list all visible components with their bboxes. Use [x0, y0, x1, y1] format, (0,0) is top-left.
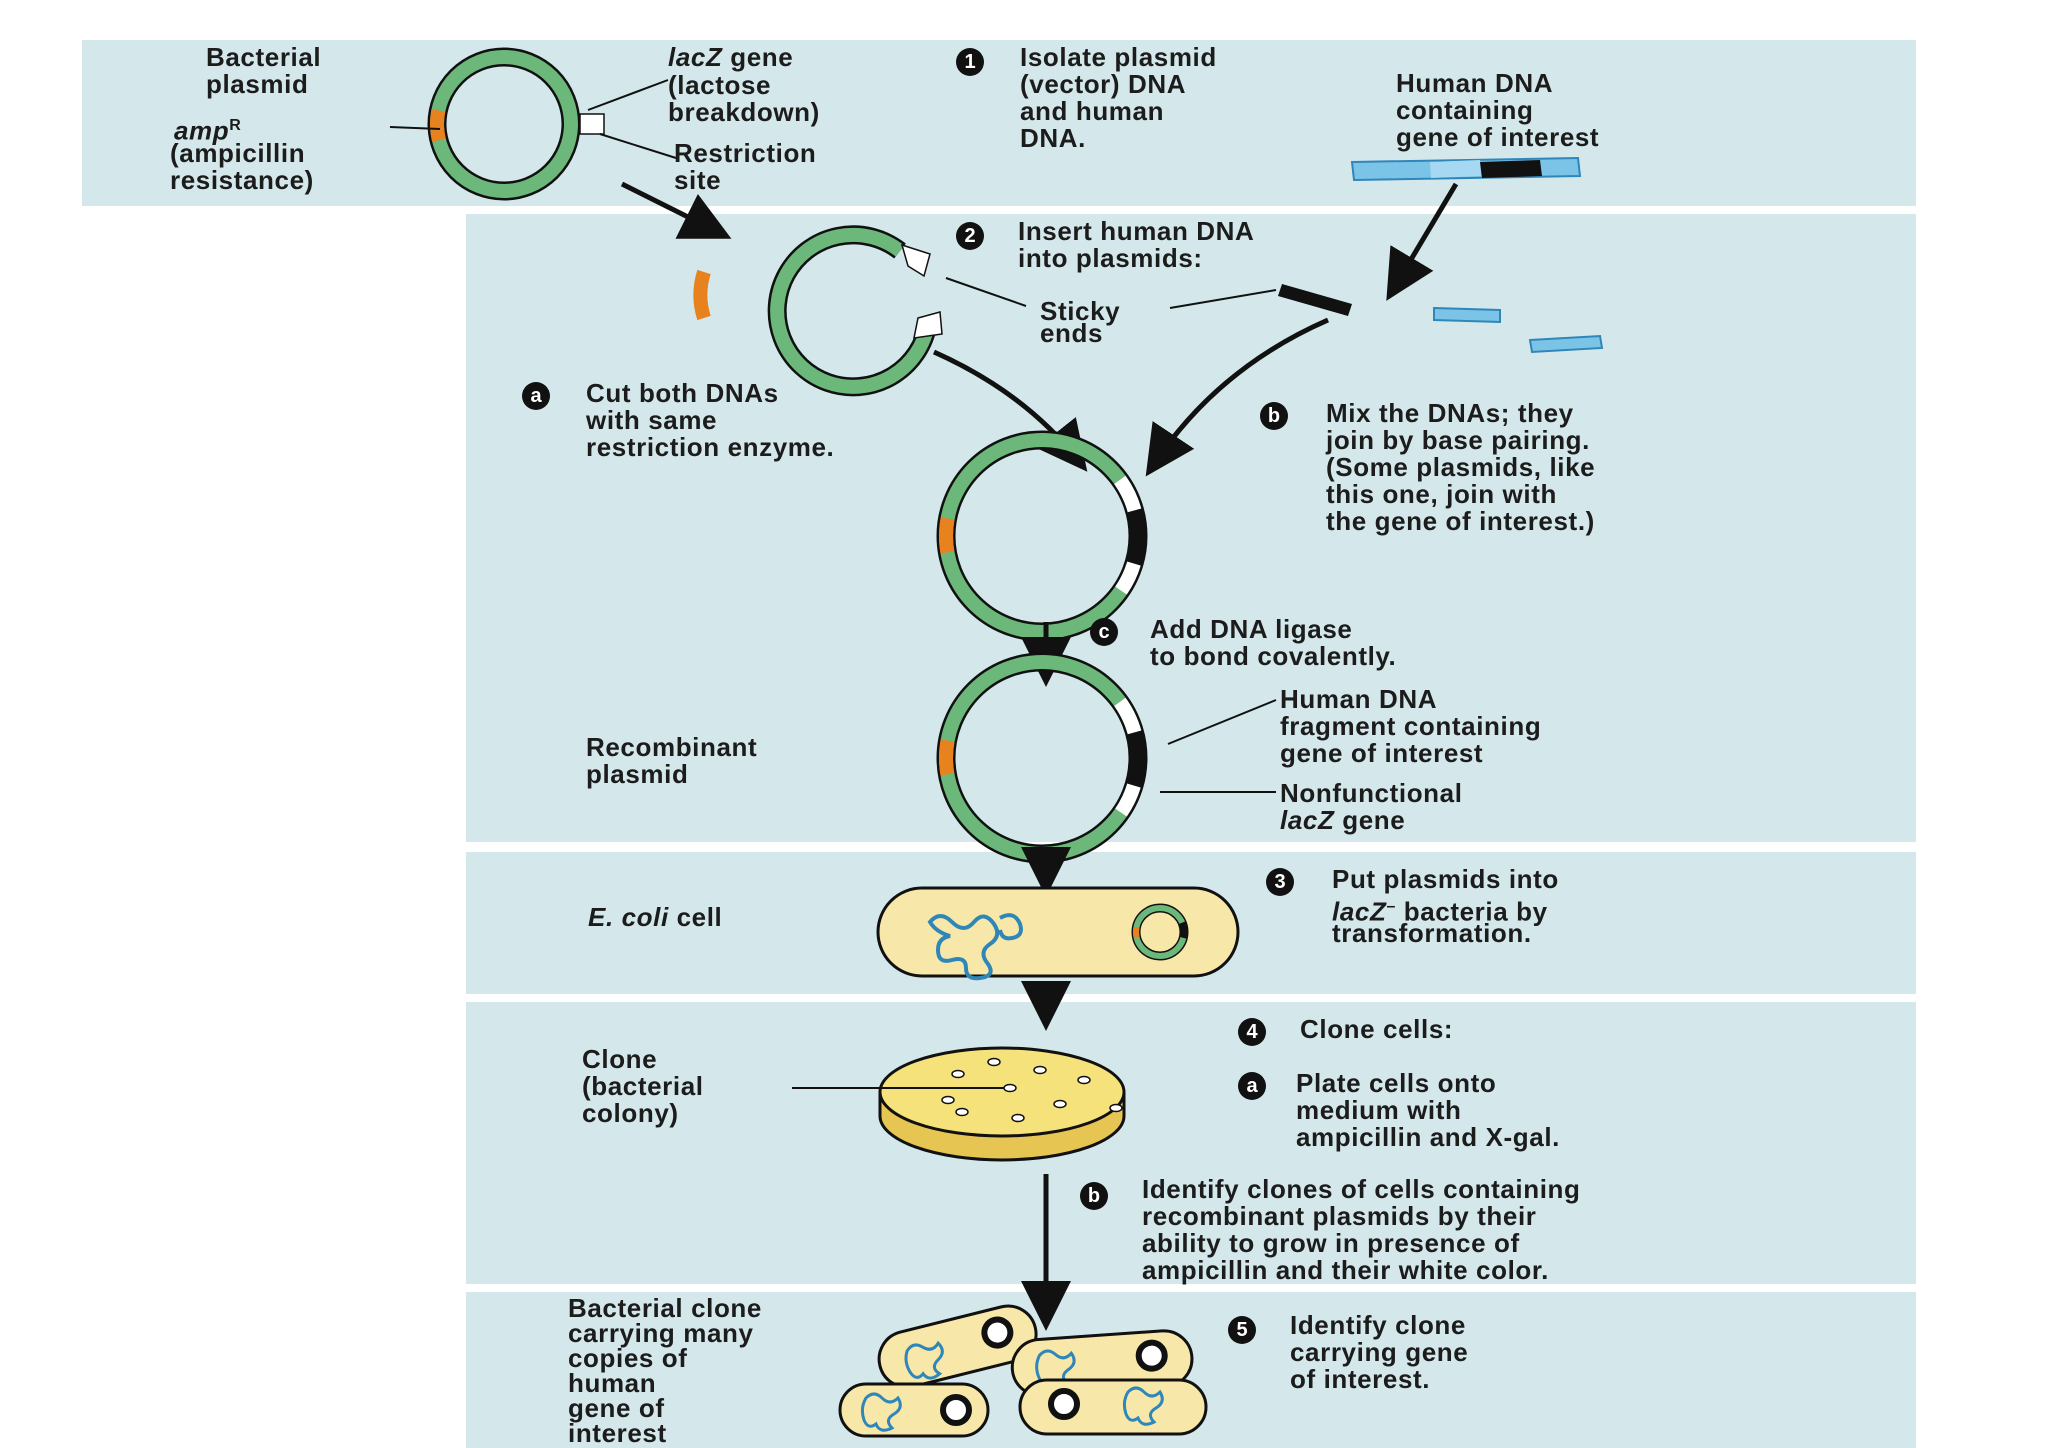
step-a-badge: a: [522, 382, 550, 410]
human-dna-label: Human DNA containing gene of interest: [1396, 68, 1600, 152]
step-4-text: Clone cells:: [1300, 1014, 1454, 1044]
step-3-superscript: –: [1386, 898, 1396, 915]
lacz-gene-name: lacZ: [668, 42, 723, 72]
sticky-leader-1: [945, 277, 1027, 307]
step-3-lacz: lacZ: [1332, 896, 1387, 927]
petri-plate: [878, 1046, 1126, 1162]
lacz-gene-label: lacZ gene: [668, 44, 793, 71]
ecoli-name: E. coli: [588, 902, 669, 932]
human-fragment-label: Human DNA fragment containing gene of in…: [1280, 684, 1542, 768]
step-b-badge: b: [1260, 402, 1288, 430]
sticky-ends-label: Sticky ends: [1040, 296, 1121, 348]
arrow-dna-to-cut: [1386, 182, 1459, 301]
nonfunctional-lacz-name: lacZ: [1280, 805, 1335, 835]
panel-step-2: [466, 214, 1916, 842]
step-1-badge: 1: [956, 48, 984, 76]
ecoli-cell: [876, 886, 1240, 981]
ampr-text: amp: [174, 115, 230, 146]
step-4a-badge: a: [1238, 1072, 1266, 1100]
nonfunctional-lacz-label: lacZ gene: [1280, 807, 1405, 834]
step-4a-text: Plate cells onto medium with ampicillin …: [1296, 1068, 1560, 1152]
ampicillin-resistance-label: (ampicillin resistance): [170, 138, 314, 195]
human-dna-strand: [1350, 156, 1582, 182]
step-5-text: Identify clone carrying gene of interest…: [1290, 1310, 1469, 1394]
bacterial-clone-cells: [838, 1304, 1208, 1438]
step-3-line-1: Put plasmids into: [1332, 864, 1559, 894]
step-3-badge: 3: [1266, 868, 1294, 896]
restriction-site-leader: [599, 133, 677, 159]
nonfunctional-lacz-suffix: gene: [1334, 805, 1406, 835]
ampr-leader: [389, 126, 441, 130]
bacterial-plasmid-label: Bacterial plasmid: [206, 42, 322, 99]
arrow-cut-to-join-right: [1145, 317, 1330, 477]
step-4b-text: Identify clones of cells containing reco…: [1142, 1174, 1581, 1285]
clone-label: Clone (bacterial colony): [582, 1044, 704, 1128]
ecoli-cell-label: E. coli cell: [588, 904, 722, 931]
ecoli-suffix: cell: [668, 902, 723, 932]
cut-human-dna-fragments: [1278, 284, 1604, 354]
nonfunctional-label: Nonfunctional: [1280, 778, 1463, 808]
step-3-line-3: transformation.: [1332, 918, 1532, 948]
step-c-text: Add DNA ligase to bond covalently.: [1150, 614, 1397, 671]
step-1-text: Isolate plasmid (vector) DNA and human D…: [1020, 42, 1217, 153]
recombinant-plasmid-label: Recombinant plasmid: [586, 732, 758, 789]
lacz-leader: [587, 79, 669, 111]
restriction-site-label: Restriction site: [674, 138, 817, 195]
step-4-badge: 4: [1238, 1018, 1266, 1046]
bacterial-plasmid-ring: [427, 47, 605, 201]
ampr-label: ampR: [174, 112, 241, 145]
cut-plasmid: [693, 225, 943, 397]
step-3-line-2: lacZ– bacteria by: [1332, 893, 1548, 926]
step-c-badge: c: [1090, 618, 1118, 646]
lacz-gene-suffix: gene: [722, 42, 794, 72]
step-2-text: Insert human DNA into plasmids:: [1018, 216, 1255, 273]
step-5-badge: 5: [1228, 1316, 1256, 1344]
step-3-line-2-rest: bacteria by: [1395, 896, 1548, 927]
bacterial-clone-label: Bacterial clone carrying many copies of …: [568, 1293, 762, 1448]
arrow-plasmid-to-cut: [620, 181, 732, 239]
step-a-text: Cut both DNAs with same restriction enzy…: [586, 378, 835, 462]
panel-step-4: [466, 1002, 1916, 1284]
lactose-breakdown-label: (lactose breakdown): [668, 70, 820, 127]
human-fragment-leader: [1167, 699, 1277, 745]
step-b-text: Mix the DNAs; they join by base pairing.…: [1326, 398, 1596, 536]
joined-plasmid: [936, 430, 1148, 642]
step-4b-badge: b: [1080, 1182, 1108, 1210]
sticky-leader-2: [1169, 289, 1277, 309]
recombinant-plasmid: [936, 652, 1148, 864]
ampr-superscript: R: [229, 117, 242, 134]
panel-step-1: [82, 40, 1916, 206]
step-2-badge: 2: [956, 222, 984, 250]
